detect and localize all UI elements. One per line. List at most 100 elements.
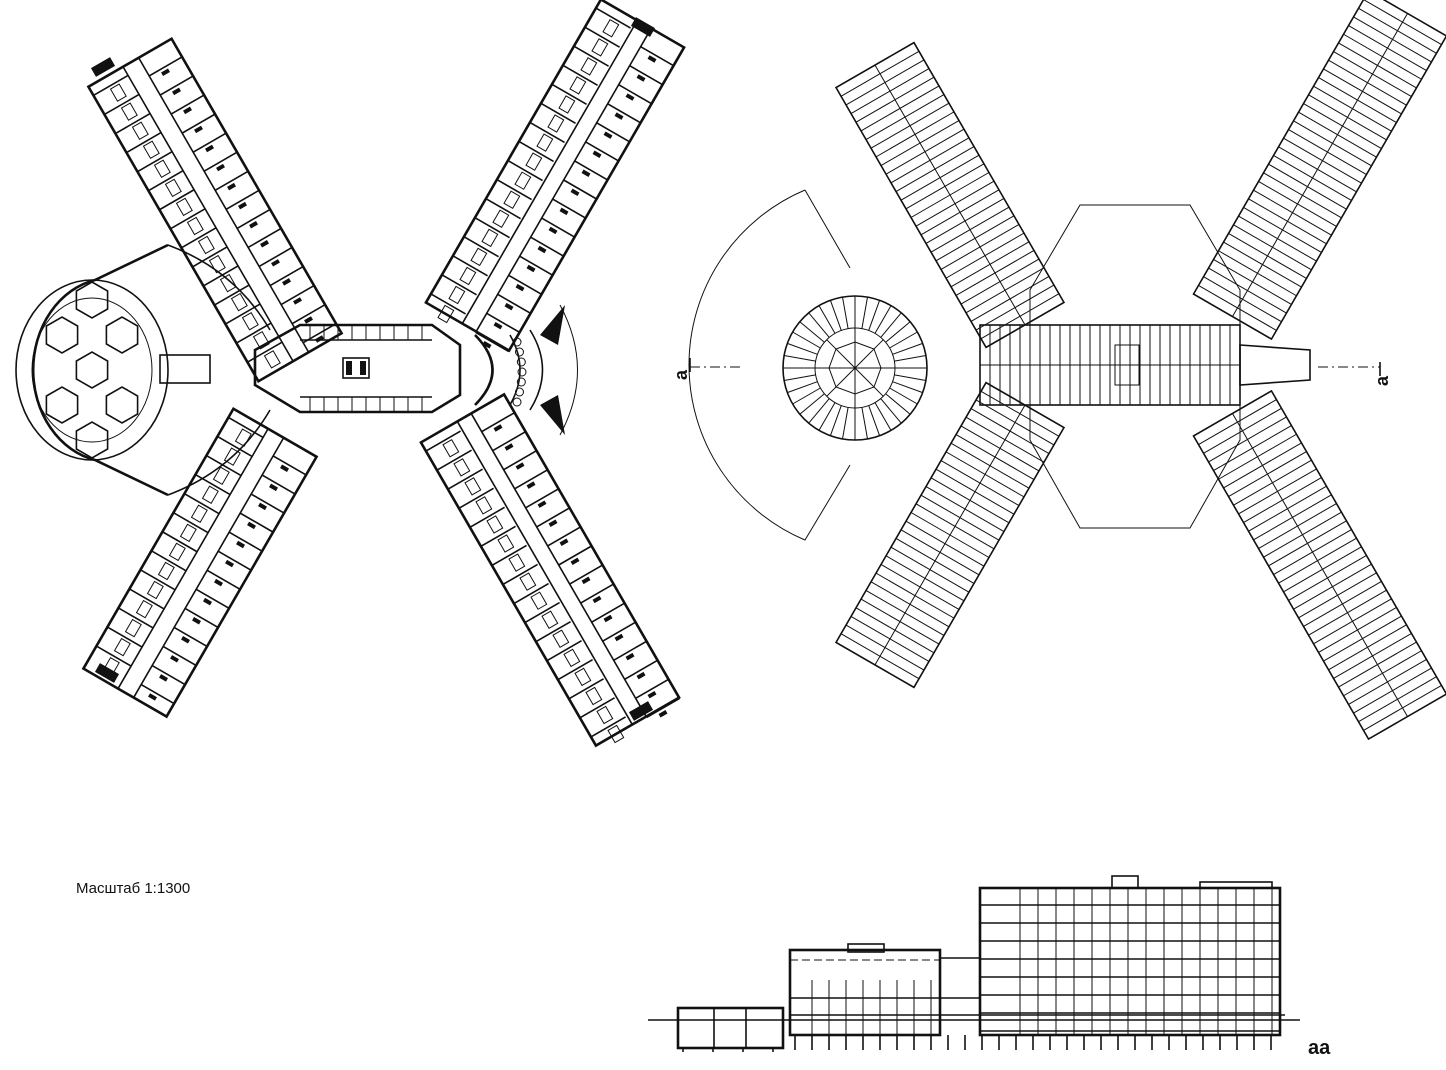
slab-rib (960, 258, 1040, 305)
slab-rib (1293, 120, 1372, 167)
slab-rib (935, 215, 1015, 262)
slab-rib (1283, 546, 1362, 593)
room-fixture (470, 247, 488, 267)
room-fixture (186, 216, 204, 236)
slab-rib (845, 59, 925, 106)
slab-rib (930, 477, 1010, 524)
room-fixture (497, 534, 515, 553)
room-wall (525, 488, 559, 509)
room-wall (214, 170, 249, 191)
rotunda-rib (892, 342, 923, 355)
slab-rib (955, 434, 1035, 480)
room-wall (514, 469, 548, 490)
room-wall (159, 75, 194, 96)
slab-rib (905, 163, 985, 210)
room-wall (104, 93, 140, 116)
room-fixture (120, 102, 138, 121)
room-wall (590, 716, 626, 738)
slab-rib (1358, 676, 1437, 723)
room-fixture (592, 150, 602, 158)
room-fixture (603, 131, 613, 139)
room-wall (530, 236, 564, 257)
room-wall (481, 411, 515, 433)
room-fixture (238, 201, 247, 210)
room-wall (291, 303, 326, 325)
room-wall (206, 569, 241, 590)
slab-rib (895, 146, 975, 192)
room-wall (250, 493, 285, 514)
slab-rib (1303, 103, 1382, 149)
room-wall (115, 112, 151, 135)
room-fixture (258, 502, 267, 511)
room-fixture (161, 68, 170, 77)
rotunda-rib (842, 297, 849, 329)
room-fixture (504, 302, 514, 311)
floor-plan (15, 0, 686, 748)
room-fixture (260, 240, 269, 248)
slab-rib (880, 120, 960, 166)
rotunda-rib (842, 407, 849, 439)
slab-rib (1218, 433, 1297, 480)
entrance-column (512, 397, 522, 407)
slab-rib (1273, 529, 1352, 575)
room-fixture (647, 55, 657, 63)
slab-rib (1203, 276, 1282, 323)
slab-rib (840, 50, 920, 97)
slab-rib (1253, 189, 1332, 236)
slab-rib (915, 503, 995, 550)
slab-rib (1243, 477, 1322, 523)
room-fixture (252, 331, 270, 350)
room-fixture (168, 542, 186, 562)
room-wall (507, 159, 543, 182)
slab-rib (980, 390, 1060, 437)
slab-rib (1208, 416, 1287, 463)
room-fixture (570, 188, 580, 197)
slab-rib (1268, 520, 1347, 567)
slab-rib (1248, 198, 1327, 245)
slab-rib (1258, 181, 1337, 227)
room-wall (595, 7, 631, 29)
slab-rib (1328, 624, 1407, 671)
rotunda-rib (829, 405, 842, 436)
room-fixture (475, 496, 493, 515)
hex-operating-cell (75, 351, 109, 389)
slab-rib (965, 267, 1045, 314)
room-fixture (602, 19, 620, 38)
room-fixture (216, 163, 225, 172)
rotunda-rib (868, 300, 881, 331)
room-fixture (148, 693, 157, 701)
room-wall (181, 227, 217, 249)
room-fixture (658, 710, 668, 718)
room-wall (140, 683, 175, 705)
room-wall (436, 449, 472, 471)
room-fixture (271, 259, 280, 267)
slab-rib (900, 529, 980, 576)
section-mark-right: a (1372, 375, 1392, 386)
room-fixture (131, 121, 149, 140)
room-fixture (190, 504, 208, 524)
room-wall (184, 492, 220, 515)
slab-rib (920, 189, 1000, 236)
room-wall (203, 265, 239, 287)
room-wall (272, 455, 307, 476)
rotunda-rib (829, 300, 842, 331)
rotunda-rib (885, 321, 911, 343)
slab-rib (1258, 503, 1337, 549)
room-wall (480, 525, 516, 548)
room-fixture (175, 197, 193, 217)
slab-rib (1213, 425, 1292, 472)
room-wall (225, 189, 260, 211)
room-wall (496, 178, 532, 201)
room-wall (247, 227, 282, 249)
room-wall (513, 582, 549, 605)
room-fixture (201, 485, 219, 504)
room-wall (568, 678, 604, 700)
slab-rib (1298, 572, 1377, 619)
room-fixture (636, 671, 646, 680)
room-wall (535, 620, 571, 643)
slab-rib (945, 232, 1025, 279)
rotunda-rib (784, 374, 816, 381)
room-fixture (515, 283, 525, 292)
room-wall (228, 531, 263, 552)
